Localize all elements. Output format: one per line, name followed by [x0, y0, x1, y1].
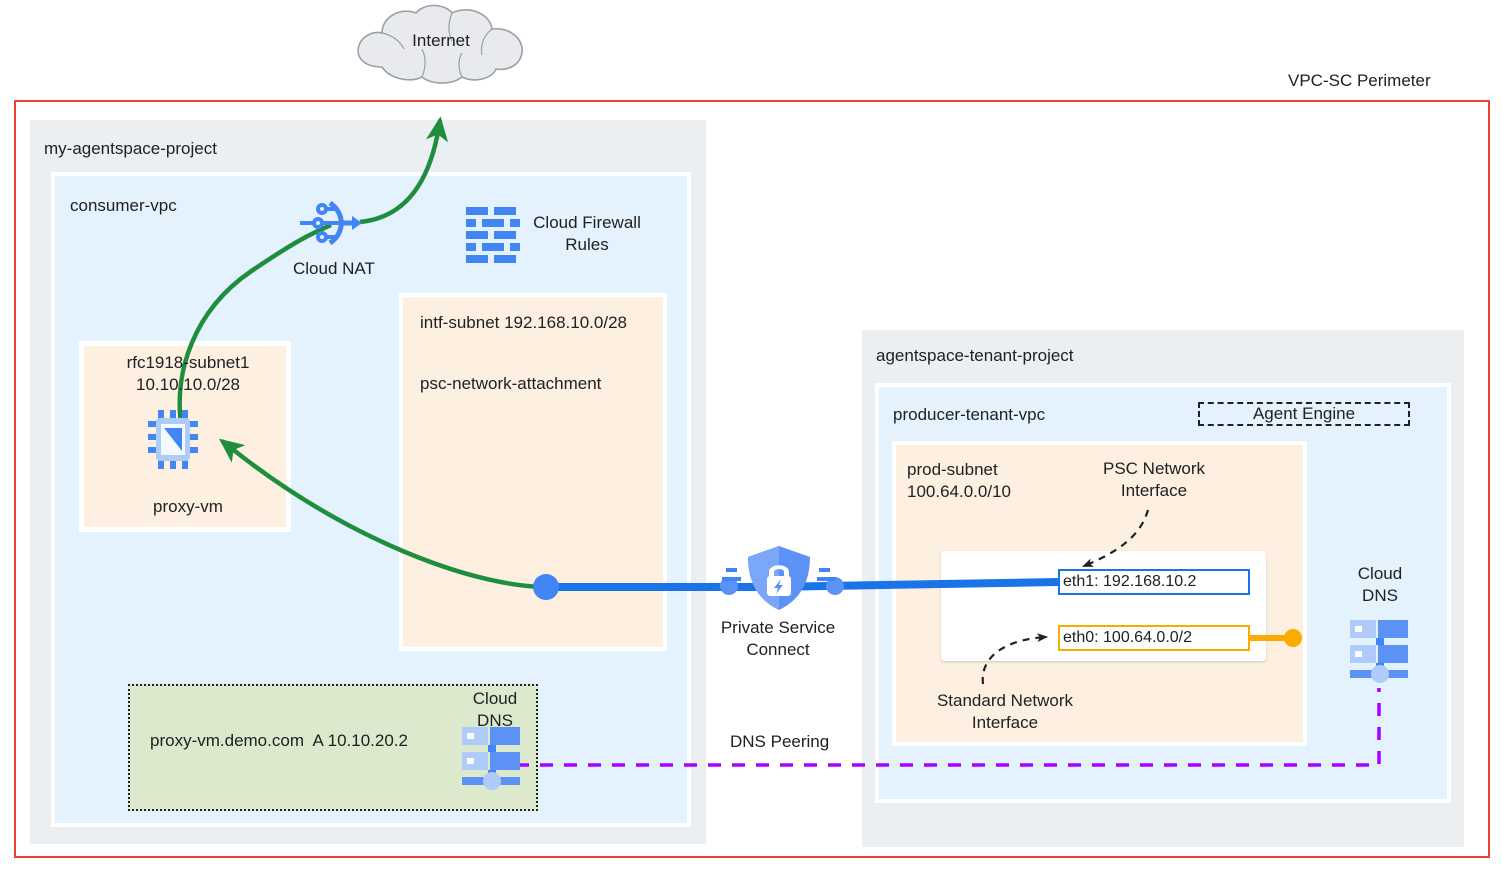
leader-psc-network-interface — [1081, 509, 1150, 568]
cpu-chip-icon — [148, 410, 198, 469]
psc-node-right — [826, 577, 844, 595]
psc-link-right — [769, 578, 1059, 591]
edge-proxyvm-to-internet — [177, 222, 332, 431]
prod-subnet-label: prod-subnet 100.64.0.0/10 — [907, 460, 1011, 502]
standard-network-interface-label: Standard Network Interface — [936, 691, 1074, 733]
eth0-endpoint — [1284, 629, 1302, 647]
internet-label: Internet — [412, 31, 470, 50]
dns-peering-line — [516, 688, 1381, 767]
tenant-cloud-dns-label: Cloud DNS — [1357, 564, 1403, 606]
consumer-project-label: my-agentspace-project — [44, 139, 217, 158]
producer-tenant-vpc-label: producer-tenant-vpc — [893, 405, 1046, 424]
agent-engine-box: Agent Engine — [1198, 402, 1410, 426]
consumer-cloud-dns-label: Cloud DNS — [472, 689, 518, 731]
vpc-sc-perimeter-label: VPC-SC Perimeter — [1288, 71, 1431, 90]
agent-engine-label: Agent Engine — [1252, 403, 1356, 423]
cloud-icon — [357, 4, 523, 84]
psc-network-interface-label: PSC Network Interface — [1102, 459, 1206, 501]
vpc-sc-perimeter-box — [14, 100, 1490, 858]
proxy-vm-label: proxy-vm — [153, 497, 223, 516]
cloud-nat-label: Cloud NAT — [293, 259, 375, 278]
intf-subnet-box — [399, 293, 667, 651]
dns-server-icon — [1350, 620, 1408, 683]
consumer-cloud-dns-zone-box — [128, 684, 538, 811]
psc-node-left — [720, 577, 738, 595]
psc-network-attachment-label: psc-network-attachment — [420, 374, 602, 393]
edge-psc-to-proxyvm — [219, 438, 544, 590]
dns-server-icon — [462, 727, 520, 790]
eth1-interface-label: eth1: 192.168.10.2 — [1063, 573, 1197, 591]
consumer-vpc-label: consumer-vpc — [70, 196, 177, 215]
eth0-interface-box: eth0: 100.64.0.0/2 — [1058, 625, 1250, 651]
eth1-interface-box: eth1: 192.168.10.2 — [1058, 569, 1250, 595]
private-service-connect-label: Private Service Connect — [720, 618, 836, 660]
edge-nat-to-internet — [359, 116, 449, 225]
cloud-nat-icon — [300, 200, 362, 246]
tenant-project-label: agentspace-tenant-project — [876, 346, 1074, 365]
firewall-brick-icon — [466, 207, 520, 263]
intf-subnet-label: intf-subnet 192.168.10.0/28 — [420, 313, 627, 332]
dns-record-text: proxy-vm.demo.com A 10.10.20.2 — [150, 731, 408, 750]
cloud-firewall-rules-label: Cloud Firewall Rules — [533, 213, 641, 255]
shield-lock-bolt-icon — [722, 546, 836, 610]
psc-endpoint-consumer — [533, 574, 559, 600]
dns-peering-label: DNS Peering — [730, 732, 830, 751]
eth0-interface-label: eth0: 100.64.0.0/2 — [1063, 629, 1192, 647]
rfc1918-subnet-label: rfc1918-subnet1 10.10.10.0/28 — [126, 353, 250, 395]
